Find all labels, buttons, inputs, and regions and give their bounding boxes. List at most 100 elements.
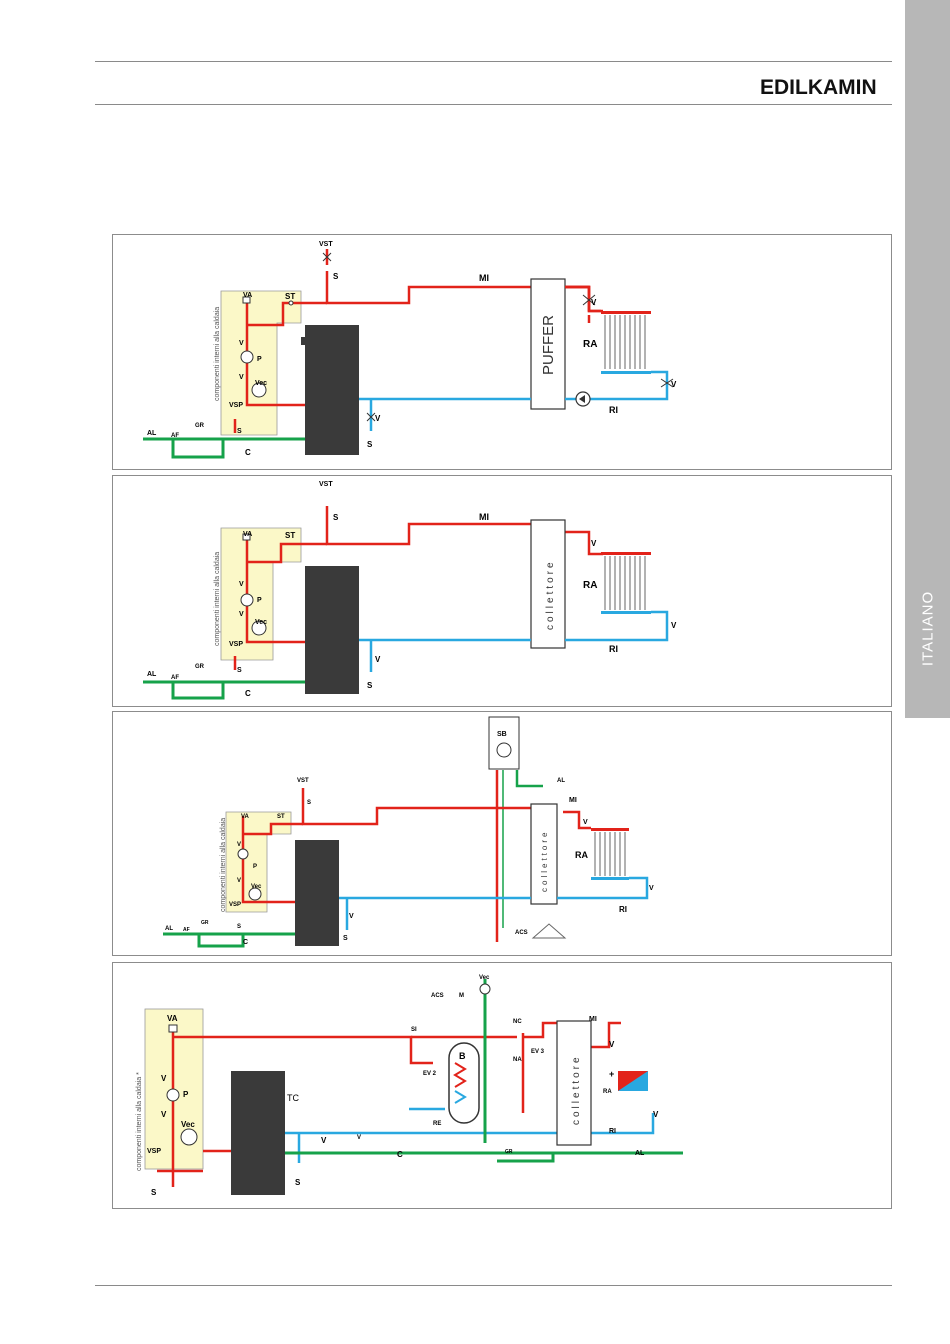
label-st: ST [285, 531, 295, 540]
label-s: S [333, 272, 339, 281]
label-vst: VST [297, 778, 309, 784]
label-acs: ACS [515, 930, 528, 936]
label-acs: ACS [431, 993, 444, 999]
label-vec-top: Vec [479, 975, 490, 981]
label-m: M [459, 993, 464, 999]
label-al: AL [635, 1150, 645, 1157]
supply-lines [285, 979, 683, 1163]
solar-unit-box [488, 716, 520, 770]
label-tc: TC [287, 1093, 299, 1103]
label-ri: RI [609, 1128, 616, 1135]
expansion-vessel-icon [251, 382, 267, 398]
label-al: AL [165, 926, 173, 932]
label-v1: V [161, 1074, 167, 1083]
label-mi: MI [589, 1016, 597, 1023]
boiler-body [305, 566, 359, 694]
air-vent-icon [242, 533, 251, 541]
return-lines [339, 876, 649, 930]
footer-rule [95, 1285, 892, 1286]
header-rule-bottom [95, 104, 892, 105]
label-c: C [245, 689, 251, 698]
pump-icon [166, 1088, 180, 1102]
label-vec: Vec [255, 380, 267, 387]
label-vec: Vec [255, 619, 267, 626]
hot-flow-lines [157, 1021, 621, 1187]
air-vent-icon [242, 296, 251, 304]
label-al: AL [147, 671, 157, 678]
label-gr: GR [201, 920, 209, 926]
supply-lines [163, 932, 295, 948]
internal-components-label: componenti interni alla caldaia * [136, 1072, 143, 1171]
label-v2: V [239, 611, 244, 618]
label-af: AF [171, 675, 179, 681]
label-ri: RI [609, 405, 618, 415]
label-v4: V [591, 539, 597, 548]
diagram-collettore-svg: componenti interni alla caldaia colletto… [143, 481, 677, 700]
pump-icon [240, 593, 254, 607]
hot-flow-lines [233, 506, 603, 670]
label-vst: VST [319, 241, 333, 248]
diagram-puffer-svg: componenti interni alla caldaia PUFFER [143, 241, 677, 459]
boiler-body [231, 1071, 285, 1195]
valve-icon [582, 294, 596, 306]
label-v1: V [239, 340, 244, 347]
label-s2: S [295, 1178, 301, 1187]
label-mi: MI [479, 512, 489, 522]
expansion-vessel-icon [251, 620, 267, 636]
language-tab-label: ITALIANO [919, 590, 937, 667]
internal-components-zone [220, 290, 302, 436]
supply-lines [143, 680, 305, 700]
acs-tap-icon [531, 923, 567, 939]
label-v5: V [671, 621, 677, 630]
manifold-label: collettore [540, 830, 549, 892]
radiator [594, 832, 626, 876]
label-gr: GR [195, 423, 205, 429]
valve-icon [660, 378, 674, 388]
label-vsp: VSP [147, 1148, 161, 1155]
label-va: VA [243, 531, 252, 538]
radiator-top-manifold [601, 311, 651, 314]
puffer-tank [530, 278, 566, 410]
label-mi: MI [569, 797, 577, 804]
air-vent-icon [168, 1024, 178, 1033]
label-s3: S [367, 440, 373, 449]
label-si: SI [411, 1027, 417, 1033]
label-v5: V [671, 380, 677, 389]
label-v2: V [161, 1110, 167, 1119]
label-p: P [183, 1090, 189, 1099]
label-vsp: VSP [229, 402, 243, 409]
label-v5: V [649, 885, 654, 892]
diagram-collettore: componenti interni alla caldaia colletto… [112, 475, 892, 707]
label-st: ST [277, 814, 285, 820]
internal-components-label: componenti interni alla caldaia [214, 552, 221, 646]
label-v6: V [357, 1135, 361, 1141]
label-va: VA [243, 292, 252, 299]
label-s3: S [343, 935, 348, 942]
label-va: VA [241, 814, 250, 820]
label-p: P [253, 864, 257, 870]
label-v3: V [375, 655, 381, 664]
diagram-boiler-dhw-svg: componenti interni alla caldaia * collet… [136, 975, 683, 1197]
label-ri: RI [609, 644, 618, 654]
label-s3: S [367, 681, 373, 690]
label-va: VA [167, 1014, 178, 1023]
return-lines [359, 610, 669, 672]
supply-lines [143, 437, 305, 459]
internal-components-label: componenti interni alla caldaia [214, 307, 221, 401]
manifold-label: collettore [545, 559, 556, 630]
brand-logo: EDILKAMIN [760, 76, 877, 99]
label-s2: S [237, 667, 242, 674]
diagram-solar: componenti interni alla caldaia colletto… [112, 711, 892, 956]
label-c: C [243, 939, 248, 946]
label-plus: + [609, 1069, 614, 1079]
label-v2: V [237, 878, 241, 884]
label-ra: RA [583, 580, 597, 591]
label-v1: V [239, 581, 244, 588]
manifold-box [530, 519, 566, 649]
radiator [604, 315, 646, 369]
label-st: ST [285, 292, 295, 301]
label-s: S [333, 513, 339, 522]
label-al: AL [147, 430, 157, 437]
label-v3: V [349, 913, 354, 920]
pump-icon [237, 848, 249, 860]
